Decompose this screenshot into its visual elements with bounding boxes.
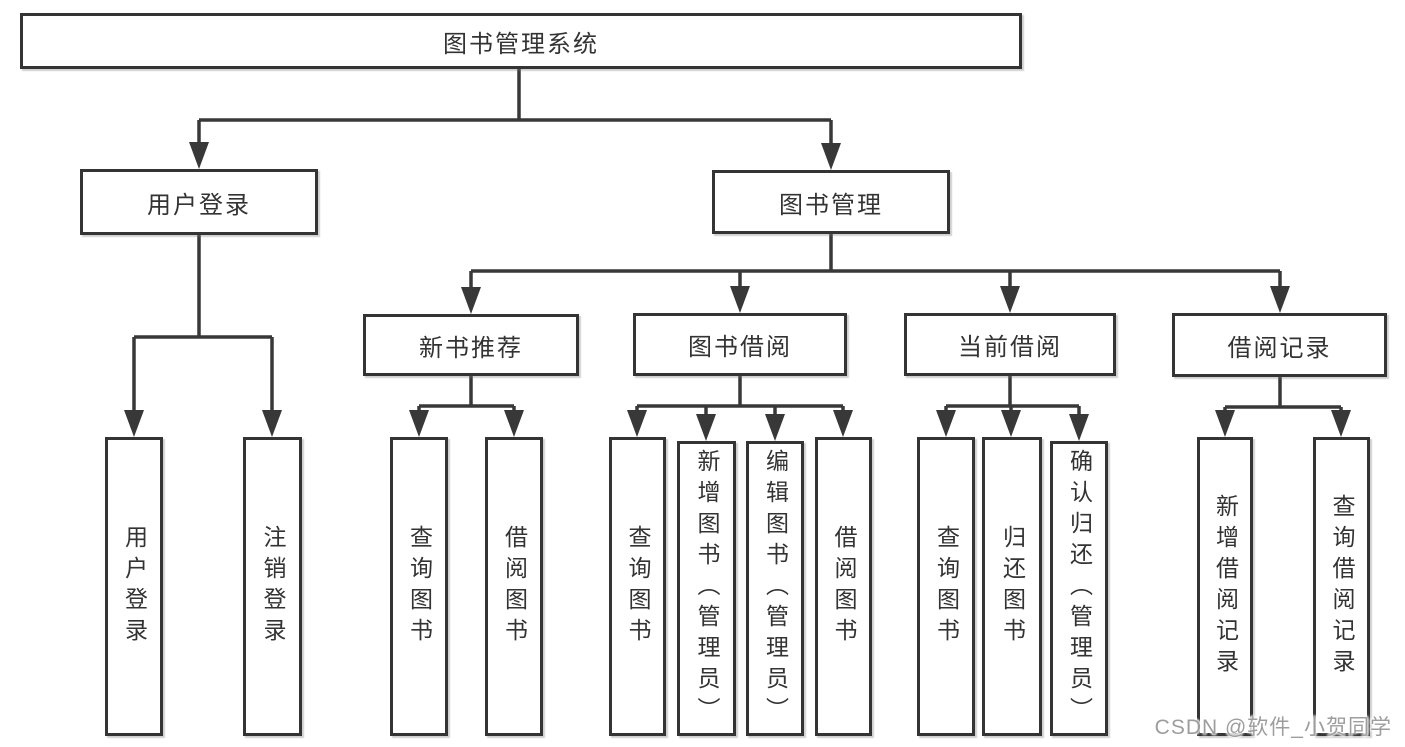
node-user-login: 用户登录 (80, 169, 318, 235)
arrowhead-book-management (821, 143, 841, 170)
arrowhead-cb-return-books (1001, 410, 1021, 437)
connector-current-borrowing-children (944, 376, 1081, 417)
arrowhead-br-add-record (1215, 410, 1235, 437)
leaf-bb-add-books-admin: 新增图书（管理员） (677, 441, 736, 736)
leaf-cb-query-books: 查询图书 (917, 437, 975, 736)
arrowhead-bb-edit-books (765, 414, 785, 441)
node-book-borrowing: 图书借阅 (633, 313, 847, 376)
node-current-borrowing: 当前借阅 (904, 313, 1116, 376)
arrowhead-bb-query-books (627, 410, 647, 437)
arrowhead-bb-add-books (696, 414, 716, 441)
connector-book-management-children (469, 234, 1282, 290)
arrowhead-br-query-record (1331, 410, 1351, 437)
connector-borrow-records-children (1223, 377, 1343, 413)
node-label: 借阅图书 (501, 524, 528, 649)
node-label: 查询图书 (933, 524, 960, 649)
node-label: 新增图书（管理员） (694, 449, 720, 728)
arrowhead-user-login (189, 142, 209, 169)
node-label: 归还图书 (999, 524, 1026, 649)
arrowhead-nbr-query-books (409, 410, 429, 437)
node-new-book-recommend: 新书推荐 (363, 314, 579, 376)
leaf-cb-confirm-return-admin: 确认归还（管理员） (1050, 441, 1108, 736)
node-label: 新增借阅记录 (1212, 493, 1239, 680)
leaf-user-login: 用户登录 (105, 437, 163, 736)
node-label: 查询图书 (406, 524, 433, 649)
csdn-watermark: CSDN @软件_小贺同学 (1154, 716, 1392, 739)
node-label: 新书推荐 (419, 334, 523, 362)
connector-book-borrowing-children (635, 376, 845, 417)
arrowhead-book-borrowing (730, 286, 750, 313)
arrowhead-leaf-logout (262, 410, 282, 437)
node-label: 用户登录 (121, 524, 148, 649)
node-label: 注销登录 (260, 524, 286, 649)
node-label: 查询图书 (625, 524, 651, 649)
leaf-br-query-borrow-record: 查询借阅记录 (1313, 437, 1370, 736)
connector-user-login-children (132, 235, 274, 413)
arrowhead-nbr-borrow-books (504, 410, 524, 437)
connector-root-to-level2 (197, 68, 833, 147)
arrowhead-leaf-user-login (124, 410, 144, 437)
node-label: 查询借阅记录 (1329, 493, 1355, 680)
arrowhead-borrow-records (1270, 286, 1290, 313)
node-label: 图书借阅 (688, 334, 792, 361)
node-label: 用户登录 (147, 191, 251, 219)
arrowhead-new-book-recommend (461, 287, 481, 314)
node-borrow-records: 借阅记录 (1172, 313, 1387, 377)
node-label: 借阅图书 (831, 524, 857, 649)
node-library-management-system: 图书管理系统 (20, 13, 1022, 69)
leaf-logout: 注销登录 (243, 437, 302, 736)
leaf-bb-borrow-books: 借阅图书 (815, 437, 872, 736)
arrowhead-bb-borrow-books (833, 410, 853, 437)
leaf-nbr-borrow-books: 借阅图书 (485, 437, 543, 736)
node-book-management: 图书管理 (712, 170, 950, 234)
node-label: 确认归还（管理员） (1066, 449, 1093, 728)
leaf-bb-edit-books-admin: 编辑图书（管理员） (746, 441, 804, 736)
arrowhead-cb-query-books (936, 410, 956, 437)
node-label: 图书管理 (779, 191, 883, 219)
leaf-br-add-borrow-record: 新增借阅记录 (1197, 437, 1253, 736)
leaf-bb-query-books: 查询图书 (609, 437, 666, 736)
leaf-cb-return-books: 归还图书 (982, 437, 1042, 736)
arrowhead-current-borrowing (1000, 286, 1020, 313)
node-label: 借阅记录 (1227, 334, 1332, 362)
connector-new-book-recommend-children (417, 376, 516, 413)
node-label: 图书管理系统 (443, 30, 599, 58)
leaf-nbr-query-books: 查询图书 (390, 437, 448, 736)
node-label: 当前借阅 (958, 334, 1062, 361)
arrowhead-cb-confirm-return (1069, 414, 1089, 441)
node-label: 编辑图书（管理员） (762, 449, 789, 728)
